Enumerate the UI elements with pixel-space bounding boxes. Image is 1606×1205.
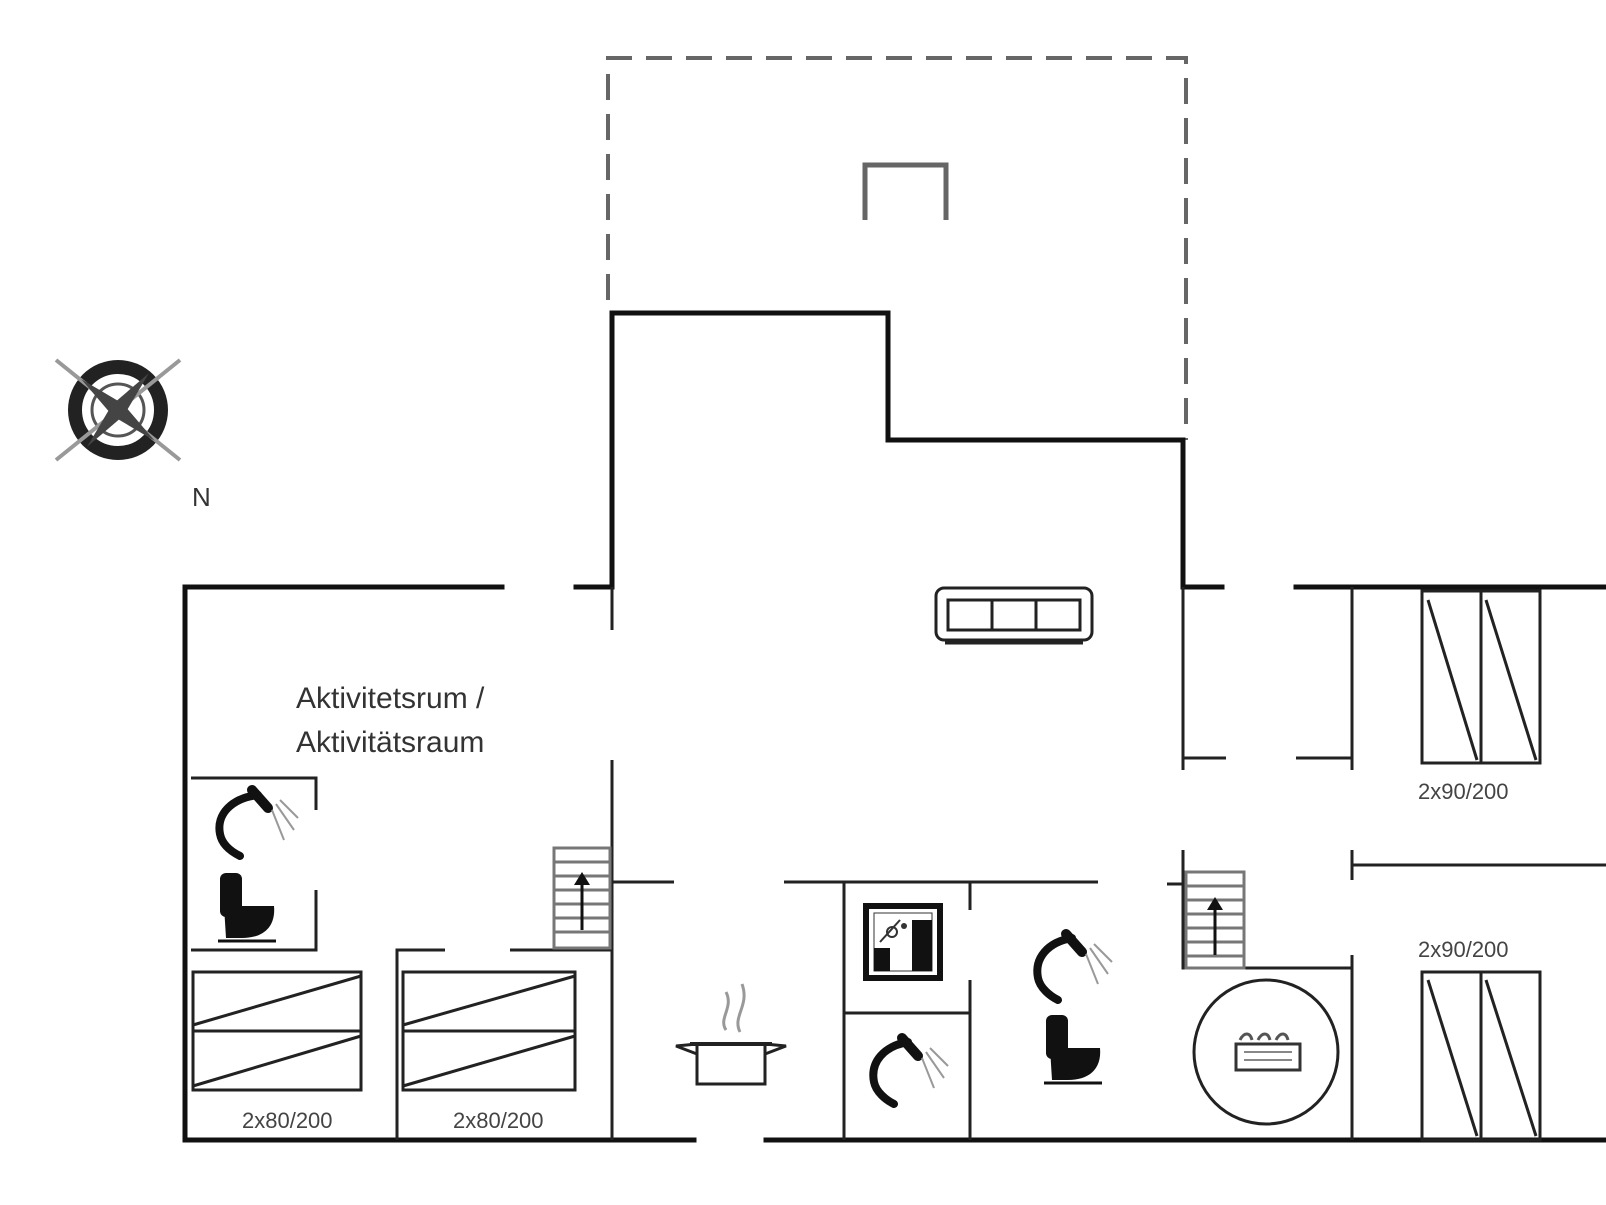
bed-left-1 (191, 970, 363, 1092)
terrace-outline (606, 56, 1188, 440)
north-label: N (192, 482, 211, 512)
cooking-pot-icon (675, 983, 787, 1086)
toilet-icon (218, 873, 276, 943)
fireplace-outline (862, 162, 949, 220)
room-label-line2: Aktivitätsraum (296, 726, 484, 759)
washing-machine-icon (863, 903, 943, 981)
bed-size-label: 2x80/200 (242, 1108, 333, 1133)
sofa-icon (934, 586, 1094, 645)
interior-walls (191, 587, 1606, 1140)
bed-right-top (1420, 589, 1542, 765)
stairs-icon (1184, 870, 1246, 970)
toilet-icon (1044, 1015, 1102, 1085)
bed-right-bottom (1420, 970, 1542, 1142)
bed-size-label: 2x90/200 (1418, 779, 1509, 804)
bed-left-2 (401, 970, 577, 1092)
shower-icon (1033, 929, 1113, 1004)
stairs-icon (552, 846, 612, 950)
compass-rose-icon (54, 358, 182, 462)
bed-size-label: 2x90/200 (1418, 937, 1509, 962)
shower-icon (215, 785, 299, 860)
room-label-line1: Aktivitetsrum / (296, 682, 485, 715)
bed-size-label: 2x80/200 (453, 1108, 544, 1133)
spa-tub-icon (1192, 978, 1340, 1126)
shower-icon (869, 1033, 949, 1108)
